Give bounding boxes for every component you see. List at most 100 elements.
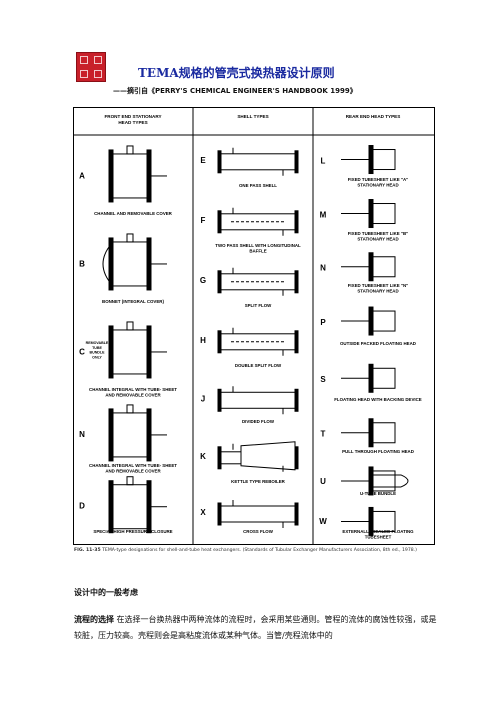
front-type-letter: C [79, 348, 85, 357]
shell-drawing [217, 147, 299, 176]
page-subtitle: ——摘引自《PERRY'S CHEMICAL ENGINEER'S HANDBO… [113, 87, 357, 95]
tubesheet [368, 418, 374, 448]
column-header: SHELL TYPES [237, 114, 268, 119]
rear-type-label: U-TUBE BUNDLE [360, 491, 396, 496]
bonnet-dome [102, 241, 114, 287]
nozzle [126, 233, 134, 243]
rear-type-label: FIXED TUBESHEET LIKE "A" [348, 177, 409, 182]
flange [146, 237, 152, 291]
rear-type-label: EXTERNALLY SEALED FLOATING [342, 529, 414, 534]
shell-flange [294, 150, 299, 174]
head-body [372, 310, 396, 332]
rear-head-drawing [341, 199, 396, 229]
head-body [372, 203, 396, 225]
shell-drawing [217, 500, 299, 528]
front-type-label: CHANNEL INTEGRAL WITH TUBE- SHEET [89, 387, 177, 392]
flange [108, 480, 114, 534]
head-body [372, 367, 396, 389]
tubesheet [368, 306, 374, 336]
figure-caption: FIG. 11-35 TEMA-type designations for sh… [74, 548, 454, 553]
shell-type-label: DIVIDED FLOW [242, 419, 275, 424]
rear-type-label: FIXED TUBESHEET LIKE "N" [348, 283, 409, 288]
column-header: HEAD TYPES [118, 120, 147, 125]
shell-type-label: ONE PASS SHELL [239, 183, 277, 188]
kettle-neck [220, 451, 242, 465]
shell-flange [294, 270, 299, 294]
shell-body [220, 391, 296, 409]
para-lead: 流程的选择 [74, 614, 114, 624]
head-body [372, 470, 396, 492]
rear-type-label: STATIONARY HEAD [357, 289, 398, 294]
rear-type-letter: S [320, 375, 326, 384]
shell-flange [217, 388, 222, 412]
nozzle [126, 476, 134, 486]
shell-type-label: CROSS FLOW [243, 529, 274, 534]
shell-type-label: SPLIT FLOW [245, 303, 272, 308]
shell-flange [294, 330, 299, 354]
head-body [372, 149, 396, 171]
channel-body [112, 153, 148, 199]
shell-type-letter: X [200, 508, 206, 517]
rear-head-drawing [341, 252, 396, 282]
channel-body [112, 329, 148, 375]
front-type-note: TUBE [92, 346, 102, 350]
front-type-note: ONLY [92, 355, 102, 359]
page-title: TEMA规格的管壳式换热器设计原则 [138, 66, 335, 80]
shell-flange [217, 150, 222, 174]
caption-text: TEMA-type designations for shell-and-tub… [102, 548, 417, 553]
front-head-drawing [108, 321, 167, 379]
front-type-letter: N [79, 430, 85, 439]
head-body [372, 422, 396, 444]
flange [146, 325, 152, 379]
shell-drawing [217, 327, 299, 356]
shell-type-letter: G [200, 276, 206, 285]
shell-drawing [217, 441, 299, 472]
flange [108, 237, 114, 291]
rear-head-drawing [341, 506, 396, 536]
front-type-label: AND REMOVABLE COVER [105, 393, 161, 398]
tubesheet [368, 252, 374, 282]
rear-type-letter: W [319, 517, 327, 526]
rear-head-drawing [341, 145, 396, 175]
flange [108, 149, 114, 203]
front-type-letter: B [79, 260, 85, 269]
nozzle [126, 145, 134, 155]
front-type-label: SPECIAL HIGH PRESSURE CLOSURE [93, 529, 172, 534]
column-header: REAR END HEAD TYPES [346, 114, 401, 119]
shell-flange [294, 210, 299, 234]
red-seal-stamp [76, 52, 106, 82]
front-type-label: CHANNEL AND REMOVABLE COVER [94, 211, 173, 216]
shell-body [220, 505, 296, 523]
rear-type-label: FIXED TUBESHEET LIKE "B" [348, 231, 409, 236]
nozzle [126, 404, 134, 414]
rear-type-label: STATIONARY HEAD [357, 183, 398, 188]
tubesheet [368, 199, 374, 229]
head-body [372, 510, 396, 532]
rear-type-letter: U [320, 477, 326, 486]
shell-flange [294, 502, 299, 526]
shell-type-label: DOUBLE SPLIT FLOW [235, 363, 282, 368]
front-head-drawing [108, 404, 167, 462]
flange [146, 149, 152, 203]
section-heading: 设计中的一般考虑 [74, 588, 138, 597]
column-header: FRONT END STATIONARY [104, 114, 161, 119]
shell-flange [217, 270, 222, 294]
rear-type-letter: P [320, 318, 326, 327]
flange [146, 408, 152, 462]
rear-type-label: FLOATING HEAD WITH BACKING DEVICE [334, 397, 422, 402]
shell-flange [217, 502, 222, 526]
rear-head-drawing [341, 363, 396, 393]
u-tube [373, 474, 409, 488]
flange [108, 408, 114, 462]
head-body [372, 256, 396, 278]
channel-body [112, 484, 148, 530]
shell-body [220, 153, 296, 171]
shell-type-letter: E [200, 156, 206, 165]
rear-type-label: TUBESHEET [365, 535, 392, 540]
rear-head-drawing [341, 418, 396, 448]
tubesheet [368, 363, 374, 393]
shell-type-label: TWO PASS SHELL WITH LONGITUDINAL [215, 243, 301, 248]
shell-type-letter: K [200, 452, 206, 461]
shell-flange [217, 446, 222, 470]
front-type-note: REMOVABLE [86, 341, 109, 345]
